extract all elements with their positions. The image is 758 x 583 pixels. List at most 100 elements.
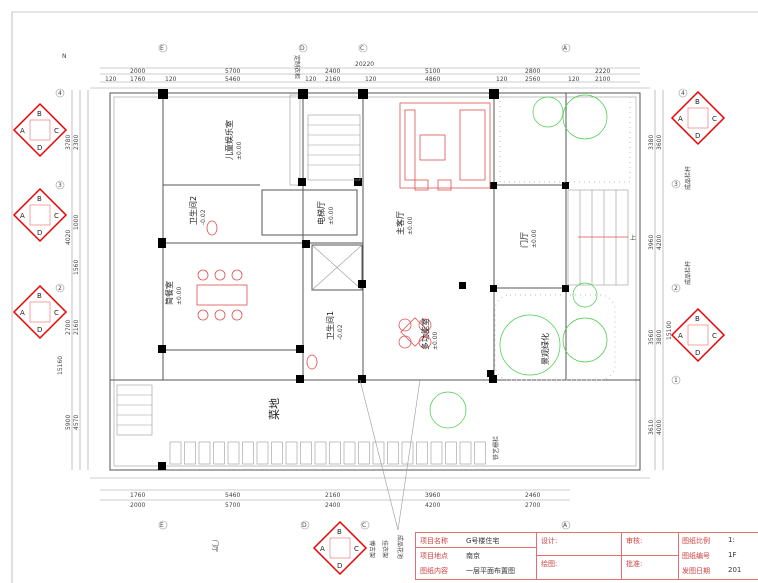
number-label: 图纸编号 bbox=[682, 552, 710, 560]
content-label: 图纸内容 bbox=[420, 567, 448, 575]
index-letter: C bbox=[54, 309, 59, 317]
top-dimensions: 20220 2000 5700 2400 5100 2800 2220 1760… bbox=[90, 61, 650, 89]
svg-text:-0.02: -0.02 bbox=[200, 209, 207, 225]
svg-text:A: A bbox=[563, 522, 568, 529]
svg-text:±0.00: ±0.00 bbox=[531, 229, 538, 248]
svg-text:120: 120 bbox=[496, 76, 508, 83]
svg-text:2220: 2220 bbox=[595, 68, 610, 75]
svg-text:3: 3 bbox=[58, 182, 62, 189]
svg-text:20220: 20220 bbox=[355, 61, 374, 68]
design-label: 设计: bbox=[541, 537, 558, 545]
svg-text:D: D bbox=[302, 522, 307, 529]
label-fence: 铁艺栅栏 bbox=[492, 436, 500, 460]
svg-text:15160: 15160 bbox=[57, 356, 64, 375]
vegetable-bed bbox=[198, 441, 211, 465]
svg-text:5460: 5460 bbox=[225, 492, 240, 499]
vegetable-bed bbox=[271, 441, 283, 465]
svg-text:电梯厅: 电梯厅 bbox=[316, 201, 326, 225]
index-letter: D bbox=[337, 562, 342, 570]
svg-text:主客厅: 主客厅 bbox=[395, 211, 405, 235]
index-symbol: A B C D bbox=[12, 284, 68, 340]
project-name-label: 项目名称 bbox=[420, 537, 448, 545]
svg-text:C: C bbox=[362, 522, 366, 529]
vegetable-bed bbox=[256, 441, 269, 465]
bottom-dimensions: 1760 5460 2160 3960 2460 2000 5700 2400 … bbox=[90, 477, 650, 509]
label-door: 门厅 bbox=[211, 540, 219, 552]
svg-text:D: D bbox=[300, 45, 305, 52]
axis-markers: 4 3 2 4 3 2 1 E D C A D C E A bbox=[55, 43, 688, 530]
svg-text:-0.02: -0.02 bbox=[337, 324, 344, 340]
svg-text:2100: 2100 bbox=[595, 76, 610, 83]
review-label: 审核: bbox=[626, 537, 643, 545]
svg-text:3960: 3960 bbox=[648, 235, 655, 250]
svg-text:3610: 3610 bbox=[648, 420, 655, 435]
svg-text:儿童娱乐室: 儿童娱乐室 bbox=[224, 120, 234, 160]
svg-text:C: C bbox=[360, 45, 364, 52]
svg-text:简餐室: 简餐室 bbox=[164, 281, 174, 305]
svg-text:4200: 4200 bbox=[425, 502, 440, 509]
furniture bbox=[196, 102, 491, 370]
svg-text:3: 3 bbox=[674, 181, 678, 188]
vegetable-bed bbox=[416, 441, 428, 465]
date: 201 bbox=[728, 566, 742, 574]
svg-text:2300: 2300 bbox=[73, 135, 80, 150]
svg-text:上: 上 bbox=[630, 234, 636, 242]
svg-text:卫生间2: 卫生间2 bbox=[188, 196, 198, 225]
vegetable-bed bbox=[242, 441, 254, 465]
svg-text:1560: 1560 bbox=[73, 260, 80, 275]
stairs: 上 bbox=[116, 114, 636, 436]
svg-text:E: E bbox=[160, 45, 164, 52]
svg-text:3960: 3960 bbox=[425, 492, 440, 499]
svg-text:3780: 3780 bbox=[65, 135, 72, 150]
label-curio: 博古架 bbox=[368, 540, 376, 558]
walls bbox=[109, 92, 641, 471]
scale-label: 图纸比例 bbox=[682, 537, 710, 545]
room-foyer: 门厅±0.00 bbox=[519, 229, 538, 248]
index-letter: A bbox=[20, 127, 25, 135]
svg-text:120: 120 bbox=[365, 76, 377, 83]
svg-text:2000: 2000 bbox=[130, 68, 145, 75]
vegetable-bed bbox=[358, 441, 370, 465]
svg-text:E: E bbox=[160, 522, 164, 529]
svg-text:2160: 2160 bbox=[325, 492, 340, 499]
room-dining: 简餐室±0.00 bbox=[164, 281, 183, 305]
vegetable-bed bbox=[401, 441, 414, 465]
svg-text:3600: 3600 bbox=[656, 135, 663, 150]
index-letter: A bbox=[678, 115, 683, 123]
svg-text:4860: 4860 bbox=[425, 76, 440, 83]
svg-text:3800: 3800 bbox=[656, 330, 663, 345]
svg-text:±0.00: ±0.00 bbox=[407, 216, 414, 235]
index-letter: D bbox=[37, 326, 42, 334]
svg-text:5900: 5900 bbox=[65, 415, 72, 430]
svg-text:4200: 4200 bbox=[656, 235, 663, 250]
vegetable-bed bbox=[474, 441, 486, 465]
approve-label: 批准: bbox=[626, 560, 643, 568]
index-letter: C bbox=[354, 545, 359, 553]
svg-text:5700: 5700 bbox=[225, 502, 240, 509]
index-letter: A bbox=[20, 212, 25, 220]
svg-text:卫生间1: 卫生间1 bbox=[325, 311, 335, 340]
label-vegetable: 菜地 bbox=[268, 398, 281, 420]
location-label: 项目地点 bbox=[420, 552, 448, 560]
index-letter: A bbox=[20, 309, 25, 317]
location: 南京 bbox=[466, 552, 480, 560]
room-children-play: 儿童娱乐室±0.00 bbox=[224, 120, 243, 160]
svg-text:±0.00: ±0.00 bbox=[176, 286, 183, 305]
index-letter: C bbox=[712, 115, 717, 123]
svg-text:A: A bbox=[563, 45, 568, 52]
room-living: 主客厅±0.00 bbox=[395, 211, 414, 235]
svg-text:2: 2 bbox=[58, 285, 62, 292]
number: 1F bbox=[728, 551, 737, 559]
content: 一层平面布置图 bbox=[466, 567, 515, 575]
svg-text:120: 120 bbox=[305, 76, 317, 83]
room-elevator-hall: 电梯厅±0.00 bbox=[316, 201, 335, 225]
vegetable-bed bbox=[329, 441, 341, 465]
index-letter: B bbox=[37, 292, 42, 300]
index-letter: D bbox=[695, 132, 700, 140]
vegetable-beds bbox=[169, 441, 486, 465]
label-landscape: 景观绿化 bbox=[540, 333, 550, 365]
svg-text:门厅: 门厅 bbox=[519, 232, 529, 248]
